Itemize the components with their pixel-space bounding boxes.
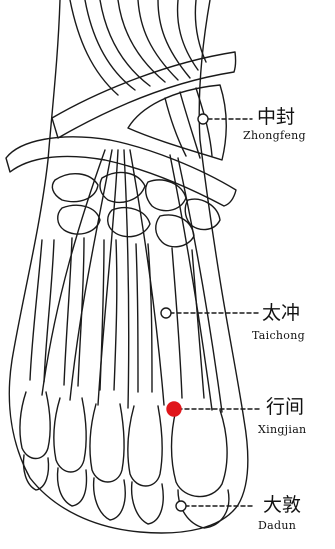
extensor-tendon [130, 150, 164, 405]
acupoint-marker-taichong [161, 308, 171, 318]
toe-phalanx [94, 478, 126, 520]
toe-phalanx [20, 392, 50, 459]
label-zhongfeng-pinyin: Zhongfeng [243, 130, 306, 141]
leg-tendon [70, 0, 118, 95]
leg-tendon [85, 0, 135, 90]
leg-tendon [100, 0, 150, 86]
label-xingjian-pinyin: Xingjian [258, 424, 306, 435]
label-taichong-pinyin: Taichong [252, 330, 305, 341]
extensor-tendon [170, 155, 212, 410]
acupoint-marker-xingjian [167, 402, 181, 416]
acupoint-marker-zhongfeng [198, 114, 208, 124]
toe-phalanx [132, 482, 164, 524]
toe-phalanx [90, 404, 124, 482]
extensor-retinaculum [52, 52, 236, 138]
toe-phalanx [54, 398, 86, 472]
label-taichong-chinese: 太冲 [262, 304, 300, 323]
leg-tendon [118, 0, 165, 82]
metatarsal [136, 244, 152, 392]
label-xingjian-chinese: 行间 [266, 398, 304, 417]
leg-tendon [195, 0, 206, 62]
tarsal-bone [52, 174, 98, 202]
metatarsal [100, 240, 117, 390]
extensor-tendon [70, 150, 112, 400]
toe-phalanx [172, 410, 228, 497]
toe-phalanx [58, 468, 87, 506]
tarsal-bone [156, 215, 194, 247]
extensor-tendon [124, 150, 129, 408]
toe-phalanx [128, 406, 162, 486]
extensor-tendon [178, 158, 222, 412]
acupoint-marker-dadun [176, 501, 186, 511]
label-zhongfeng-chinese: 中封 [257, 108, 295, 127]
label-dadun-chinese: 大敦 [263, 496, 301, 515]
metatarsal [30, 240, 54, 382]
label-dadun-pinyin: Dadun [258, 520, 296, 531]
